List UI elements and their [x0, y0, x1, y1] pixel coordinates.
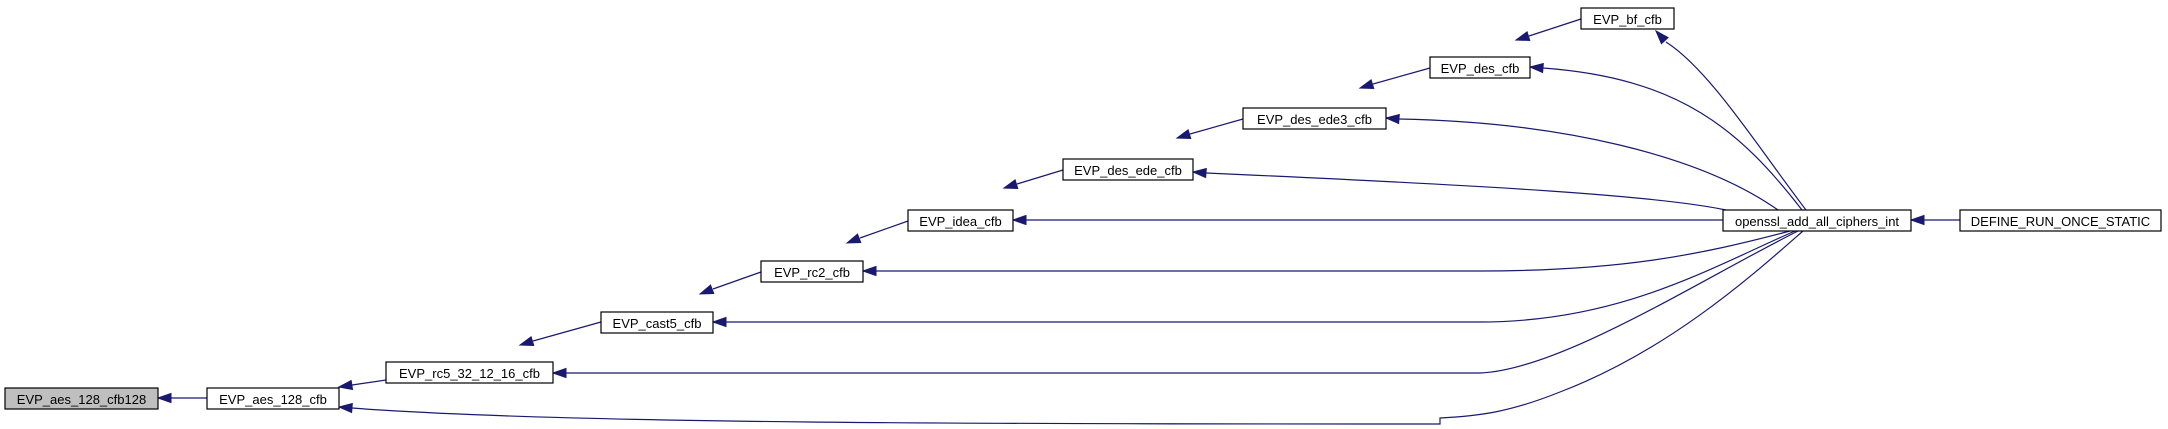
edge-line	[712, 271, 762, 290]
node-aes128cfb128[interactable]: EVP_aes_128_cfb128	[4, 387, 159, 410]
edge-line	[876, 230, 1791, 272]
edge-line	[726, 230, 1796, 323]
node-label: EVP_aes_128_cfb128	[17, 392, 146, 407]
edge-line	[351, 230, 1804, 425]
node-box	[4, 387, 159, 410]
arrow-head-icon	[1011, 214, 1027, 226]
arrow-head-icon	[518, 336, 535, 347]
node-box	[1580, 7, 1675, 30]
arrow-head-icon	[1191, 167, 1207, 179]
edge-line	[1205, 172, 1727, 211]
node-box	[760, 260, 864, 283]
edge-line	[1189, 118, 1244, 135]
edge-line	[1372, 67, 1431, 85]
node-label: EVP_des_cfb	[1441, 61, 1520, 76]
node-label: openssl_add_all_ciphers_int	[1735, 214, 1899, 229]
node-desede[interactable]: EVP_des_ede_cfb	[1062, 158, 1194, 181]
arrow-head-icon	[1909, 214, 1925, 226]
arrow-head-icon	[861, 265, 877, 277]
node-label: EVP_des_ede3_cfb	[1257, 112, 1372, 127]
arrow-head-icon	[1654, 29, 1669, 45]
edge-addall-to-des	[1528, 62, 1803, 211]
edge-addall-to-idea	[1011, 214, 1723, 226]
edge-define-to-addall	[1909, 214, 1960, 226]
edge-rc5-to-aes128cfb	[337, 379, 387, 391]
edge-addall-to-bf	[1654, 29, 1807, 211]
arrow-head-icon	[1528, 62, 1544, 74]
node-box	[1429, 56, 1531, 79]
edge-idea-to-rc2	[845, 220, 909, 244]
arrow-head-icon	[698, 284, 715, 295]
node-label: EVP_cast5_cfb	[613, 316, 702, 331]
node-label: EVP_idea_cfb	[919, 214, 1001, 229]
arrow-head-icon	[845, 233, 862, 244]
edges-layer	[156, 18, 1960, 425]
node-rc2[interactable]: EVP_rc2_cfb	[760, 260, 864, 283]
node-des[interactable]: EVP_des_cfb	[1429, 56, 1531, 79]
edge-desede3-to-desede	[1175, 118, 1244, 140]
node-box	[600, 311, 714, 334]
edge-addall-to-aes128cfb	[337, 230, 1804, 425]
nodes-layer: EVP_aes_128_cfb128 EVP_aes_128_cfb EVP_rc5…	[4, 7, 2162, 410]
edge-rc2-to-cast5	[698, 271, 762, 295]
edge-line	[532, 321, 602, 342]
edge-addall-to-cast5	[711, 230, 1796, 328]
node-aes128cfb[interactable]: EVP_aes_128_cfb	[206, 387, 340, 410]
arrow-head-icon	[1175, 129, 1192, 140]
node-label: DEFINE_RUN_ONCE_STATIC	[1971, 214, 2150, 229]
node-addall[interactable]: openssl_add_all_ciphers_int	[1722, 209, 1912, 232]
node-label: EVP_rc5_32_12_16_cfb	[399, 366, 540, 381]
node-box	[1722, 209, 1912, 232]
edge-line	[1542, 67, 1803, 211]
edge-addall-to-rc5	[551, 230, 1799, 379]
node-box	[1242, 107, 1387, 130]
edge-des-to-desede3	[1358, 67, 1431, 90]
node-rc5[interactable]: EVP_rc5_32_12_16_cfb	[385, 361, 554, 384]
arrow-head-icon	[1384, 113, 1400, 125]
node-cast5[interactable]: EVP_cast5_cfb	[600, 311, 714, 334]
edge-addall-to-desede	[1191, 167, 1727, 211]
node-label: EVP_rc2_cfb	[774, 265, 850, 280]
node-define[interactable]: DEFINE_RUN_ONCE_STATIC	[1959, 209, 2162, 232]
edge-line	[1528, 18, 1582, 37]
node-label: EVP_des_ede_cfb	[1074, 163, 1182, 178]
arrow-head-icon	[711, 316, 727, 328]
edge-cast5-to-rc5	[518, 321, 602, 347]
node-box	[907, 209, 1014, 232]
edge-bf-to-des	[1514, 18, 1582, 42]
node-box	[385, 361, 554, 384]
edge-line	[1016, 169, 1064, 185]
edge-aes128cfb-to-aes128cfb128	[156, 392, 207, 404]
node-label: EVP_aes_128_cfb	[219, 392, 327, 407]
arrow-head-icon	[1358, 79, 1375, 90]
arrow-head-icon	[337, 402, 353, 414]
arrow-head-icon	[156, 392, 172, 404]
arrow-head-icon	[551, 367, 567, 379]
edge-line	[1398, 118, 1779, 211]
arrow-head-icon	[1514, 31, 1531, 42]
edge-line	[351, 379, 387, 386]
node-idea[interactable]: EVP_idea_cfb	[907, 209, 1014, 232]
edge-line	[859, 220, 909, 239]
edge-line	[1665, 41, 1807, 211]
node-box	[1959, 209, 2162, 232]
arrow-head-icon	[337, 379, 354, 391]
node-bf[interactable]: EVP_bf_cfb	[1580, 7, 1675, 30]
node-desede3[interactable]: EVP_des_ede3_cfb	[1242, 107, 1387, 130]
node-label: EVP_bf_cfb	[1593, 12, 1662, 27]
node-box	[1062, 158, 1194, 181]
edge-line	[566, 230, 1799, 374]
edge-addall-to-desede3	[1384, 113, 1779, 211]
arrow-head-icon	[1002, 179, 1019, 190]
edge-desede-to-idea	[1002, 169, 1064, 190]
node-box	[206, 387, 340, 410]
edge-addall-to-rc2	[861, 230, 1791, 277]
